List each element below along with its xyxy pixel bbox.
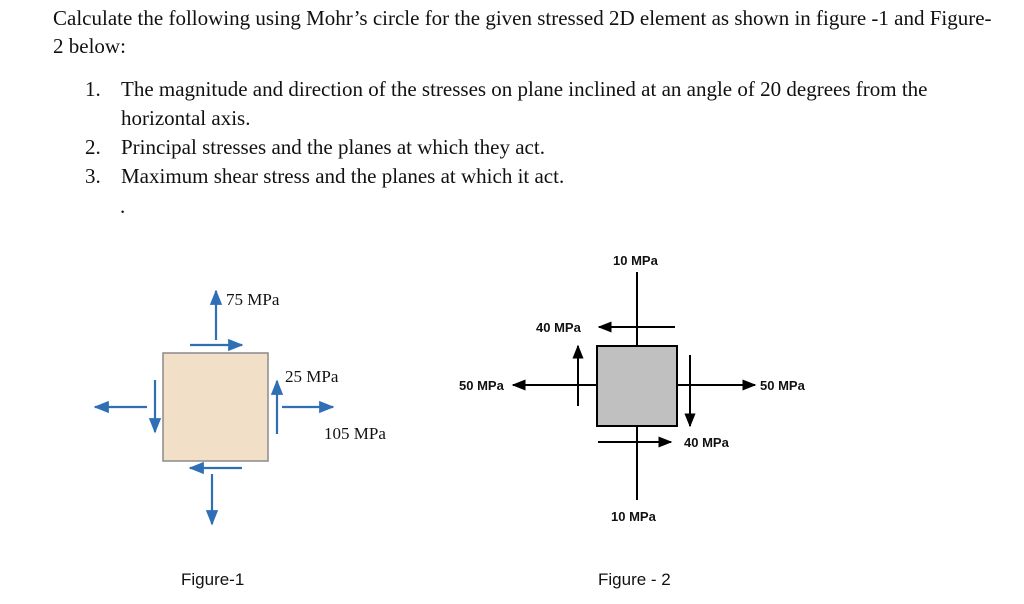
fig2-label-shear-bottom: 40 MPa xyxy=(684,435,730,450)
fig1-label-shear: 25 MPa xyxy=(285,367,339,386)
question-number: 2. xyxy=(85,135,101,159)
figure-2-caption: Figure - 2 xyxy=(598,570,671,589)
question-list: 1. The magnitude and direction of the st… xyxy=(85,75,965,191)
intro-paragraph: Calculate the following using Mohr’s cir… xyxy=(53,6,992,58)
question-item: 1. The magnitude and direction of the st… xyxy=(85,75,965,133)
fig2-label-right: 50 MPa xyxy=(760,378,806,393)
figure-1: 75 MPa 25 MPa 105 MPa Figure-1 xyxy=(93,289,386,589)
figure-2: 10 MPa 40 MPa 50 MPa 50 MPa 40 MPa 10 MP… xyxy=(459,253,806,589)
figure-2-element xyxy=(596,345,678,427)
fig2-label-left: 50 MPa xyxy=(459,378,505,393)
question-item: 3. Maximum shear stress and the planes a… xyxy=(85,162,965,191)
fig1-label-vertical: 75 MPa xyxy=(226,290,280,309)
question-item: 2. Principal stresses and the planes at … xyxy=(85,133,965,162)
question-text: The magnitude and direction of the stres… xyxy=(121,77,928,130)
question-number: 1. xyxy=(85,77,101,101)
fig1-label-horizontal: 105 MPa xyxy=(324,424,386,443)
stray-dot: . xyxy=(120,194,126,218)
question-number: 3. xyxy=(85,164,101,188)
question-text: Maximum shear stress and the planes at w… xyxy=(121,164,565,188)
fig2-label-top: 10 MPa xyxy=(613,253,659,268)
figure-1-caption: Figure-1 xyxy=(181,570,244,589)
fig2-label-bottom: 10 MPa xyxy=(611,509,657,524)
figure-1-element xyxy=(162,352,269,462)
fig2-label-shear-top: 40 MPa xyxy=(536,320,582,335)
question-text: Principal stresses and the planes at whi… xyxy=(121,135,545,159)
